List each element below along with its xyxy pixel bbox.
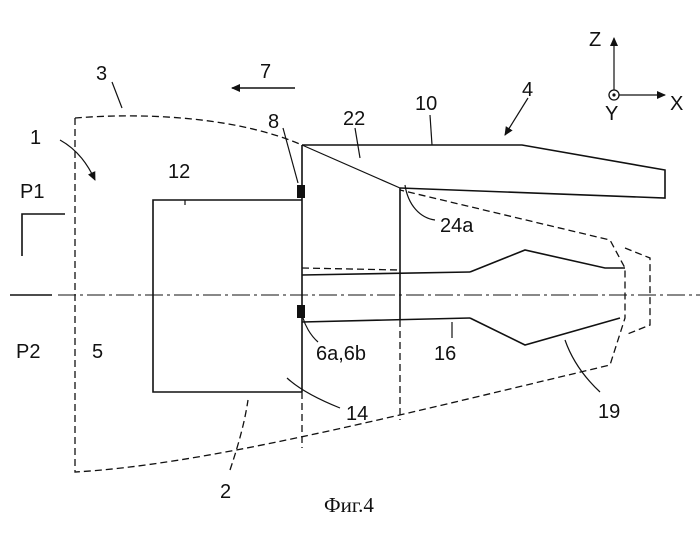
- leader-4: [504, 97, 529, 136]
- figure-caption: Фиг.4: [324, 493, 374, 517]
- leader-2: [229, 399, 249, 471]
- leader-6: [302, 317, 319, 343]
- exhaust-cone: [469, 249, 625, 346]
- leader-8: [282, 127, 299, 184]
- leader-3: [111, 81, 123, 109]
- label-7: 7: [260, 61, 271, 83]
- label-14: 14: [346, 403, 368, 425]
- label-p2: P2: [16, 341, 40, 363]
- leader-10: [429, 114, 433, 146]
- mount-8: [297, 185, 305, 198]
- label-8: 8: [268, 111, 279, 133]
- label-3: 3: [96, 63, 107, 85]
- label-16: 16: [434, 343, 456, 365]
- label-19: 19: [598, 401, 620, 423]
- mount-6: [297, 305, 305, 318]
- plane-p1: [21, 213, 65, 256]
- label-5: 5: [92, 341, 103, 363]
- coordinate-axes: Z Y X: [589, 29, 683, 125]
- leader-24a: [404, 184, 436, 221]
- label-1: 1: [30, 127, 41, 149]
- axis-x-label: X: [670, 93, 683, 115]
- nozzle-dashes: [624, 247, 651, 336]
- cowl-inner-line: [301, 144, 401, 189]
- leader-19: [564, 339, 601, 393]
- axis-y-label: Y: [605, 103, 618, 125]
- shaft: [301, 271, 471, 323]
- label-22: 22: [343, 108, 365, 130]
- axis-z-label: Z: [589, 29, 601, 51]
- fan-block: [152, 199, 302, 393]
- label-12: 12: [168, 161, 190, 183]
- label-10: 10: [415, 93, 437, 115]
- label-24a: 24a: [440, 215, 474, 237]
- leader-14: [286, 377, 341, 409]
- outer-cowl: [302, 144, 666, 199]
- label-2: 2: [220, 481, 231, 503]
- leader-22: [354, 127, 361, 159]
- shaft-dash-top: [301, 267, 401, 271]
- nacelle-outline: [74, 115, 626, 473]
- label-6a-6b: 6a,6b: [316, 343, 366, 365]
- leader-1: [59, 139, 96, 181]
- label-p1: P1: [20, 181, 44, 203]
- label-4: 4: [522, 79, 533, 101]
